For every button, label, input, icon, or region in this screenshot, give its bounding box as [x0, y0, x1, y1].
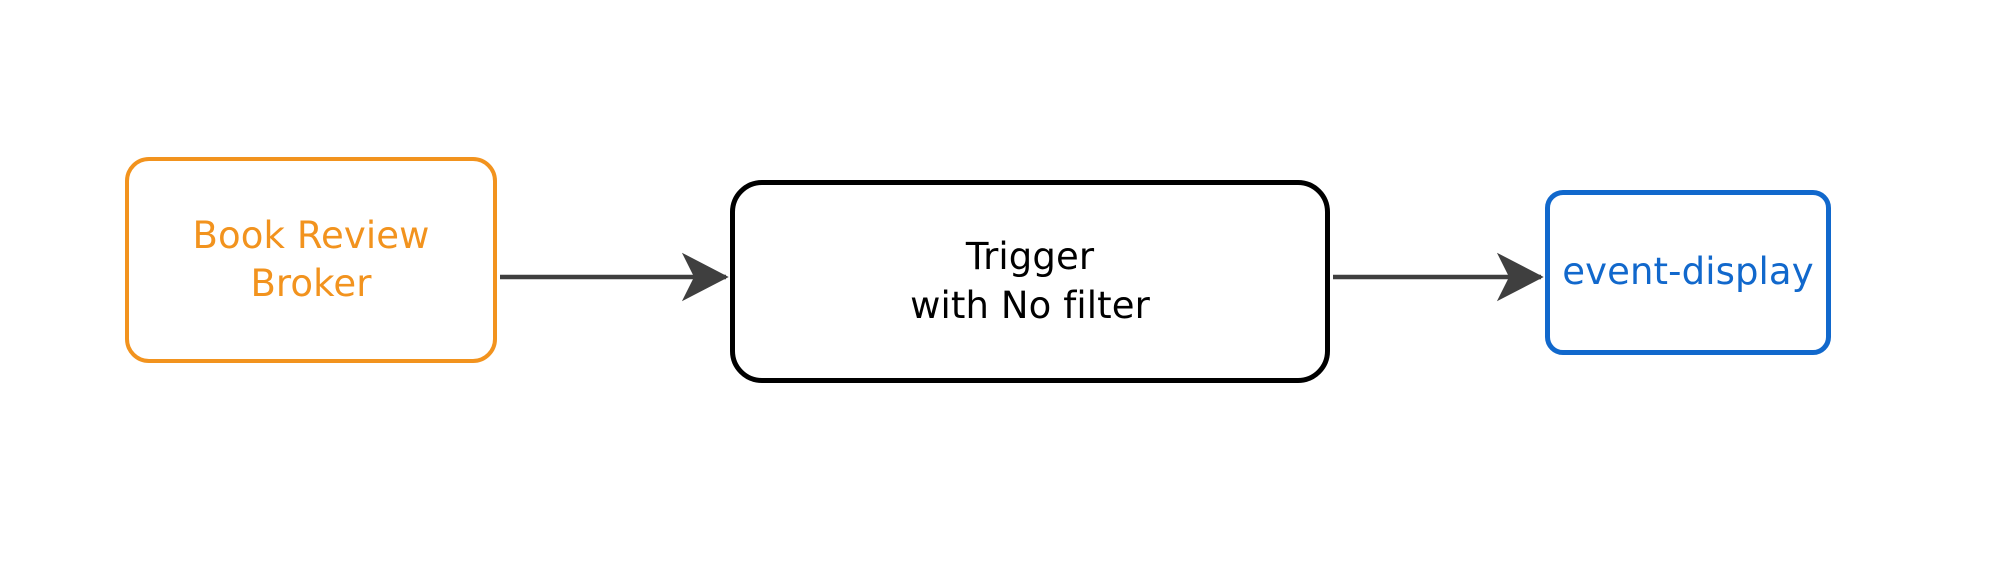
node-event-display[interactable]: event-display: [1545, 190, 1831, 355]
node-trigger[interactable]: Trigger with No filter: [730, 180, 1330, 383]
node-book-review-broker-label-line1: Book Review: [192, 213, 430, 257]
node-book-review-broker-label-line2: Broker: [250, 262, 372, 305]
node-book-review-broker[interactable]: Book Review Broker: [125, 157, 497, 363]
node-trigger-label-line1: Trigger: [965, 235, 1095, 279]
node-trigger-label-line2: with No filter: [910, 283, 1150, 327]
node-event-display-label: event-display: [1562, 250, 1814, 294]
